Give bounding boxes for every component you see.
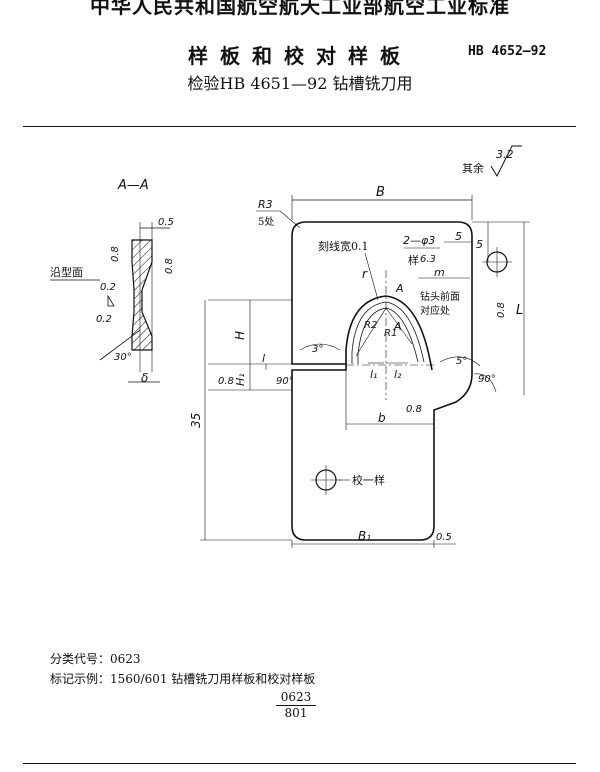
roughness-0-2-b: 0.2 xyxy=(96,314,112,325)
contour-label: 沿型面 xyxy=(50,265,83,279)
angle-arc xyxy=(473,373,497,393)
dim-5-top: 5 xyxy=(455,230,462,243)
thickness-delta: δ xyxy=(141,371,148,385)
dim-b-lower-label: b xyxy=(378,411,386,425)
roughness-0-8-c: 0.8 xyxy=(218,376,234,387)
standard-number: HB 4652—92 xyxy=(468,44,547,59)
dim-b1-label: B₁ xyxy=(358,529,371,543)
roughness-other-value: 3.2 xyxy=(496,148,514,161)
top-rule xyxy=(23,126,576,127)
angle-3: 3° xyxy=(312,344,323,355)
groove-note-1: 钻头前面 xyxy=(420,290,460,303)
dim-m-label: m xyxy=(434,266,445,279)
roughness-symbol xyxy=(107,294,115,307)
roughness-0-2-a: 0.2 xyxy=(100,282,116,293)
angle-90-left: 90° xyxy=(276,376,294,387)
fraction-denominator: 801 xyxy=(284,706,308,720)
template-plate-outline xyxy=(291,221,473,541)
dim-5-side: 5 xyxy=(476,238,483,251)
dim-b-label: B xyxy=(376,185,385,200)
groove-note-2: 对应处 xyxy=(420,304,450,317)
dim-35-label: 35 xyxy=(189,413,203,428)
section-mark-a-top: A xyxy=(395,282,404,295)
roughness-0-8-d: 0.8 xyxy=(406,404,422,415)
leader-line xyxy=(279,210,301,229)
roughness-0-8-a: 0.8 xyxy=(110,246,121,262)
marking-example: 标记示例：1560/601 钻槽铣刀用样板和校对样板 xyxy=(50,672,316,686)
fraction-code: 0623 801 xyxy=(276,690,316,721)
radius-r1-label: R1 xyxy=(384,328,397,339)
radius-line xyxy=(385,307,413,345)
section-label: A—A xyxy=(117,178,149,193)
radius-r3-count: 5处 xyxy=(258,216,274,228)
roughness-0-8-b: 0.8 xyxy=(164,258,175,274)
scribe-width-label: 刻线宽0.1 xyxy=(318,239,369,253)
dim-l1: l₁ xyxy=(370,368,377,381)
dim-slot-l: l xyxy=(262,352,265,365)
angle-30: 30° xyxy=(114,352,132,363)
radius-r3-label: R3 xyxy=(258,198,273,211)
angle-90-right: 90° xyxy=(478,374,496,385)
classification-code: 分类代号：0623 xyxy=(50,652,141,666)
sample-mark: 样 xyxy=(408,253,419,267)
dim-h1-label: H₁ xyxy=(234,373,247,386)
dim-l-label: L xyxy=(516,303,523,318)
dim-0-5-bottom: 0.5 xyxy=(436,532,452,543)
leader-line xyxy=(364,252,379,301)
radius-r2-label: R2 xyxy=(364,320,377,331)
dim-h-label: H xyxy=(233,331,247,340)
section-mark-a-bottom: A xyxy=(393,320,402,333)
angle-5: 5° xyxy=(456,356,467,367)
bottom-rule xyxy=(23,763,576,764)
hole-callout: 2—φ3 xyxy=(403,234,435,247)
page-title: 样板和校对样板 xyxy=(188,44,412,68)
section-profile xyxy=(131,239,153,351)
roughness-0-8-e: 0.8 xyxy=(496,302,507,318)
roughness-6-3: 6.3 xyxy=(420,254,436,265)
angle-arc xyxy=(439,356,481,367)
roughness-other-label: 其余 xyxy=(462,161,484,175)
angle-arc xyxy=(299,343,341,351)
page-subtitle: 检验HB 4651—92 钻槽铣刀用 xyxy=(187,74,413,93)
radius-line xyxy=(355,307,387,357)
roughness-symbol xyxy=(490,145,522,178)
radius-r-label: r xyxy=(362,267,368,281)
dim-l2: l₂ xyxy=(394,368,402,381)
fraction-numerator: 0623 xyxy=(276,690,316,706)
dim-0-5-top: 0.5 xyxy=(158,217,174,228)
issuer-header: 中华人民共和国航空航天工业部航空工业标准 xyxy=(90,0,510,18)
angle-line xyxy=(99,329,141,361)
arch-profile xyxy=(345,295,433,371)
check-sample-label: 校一样 xyxy=(352,473,385,487)
